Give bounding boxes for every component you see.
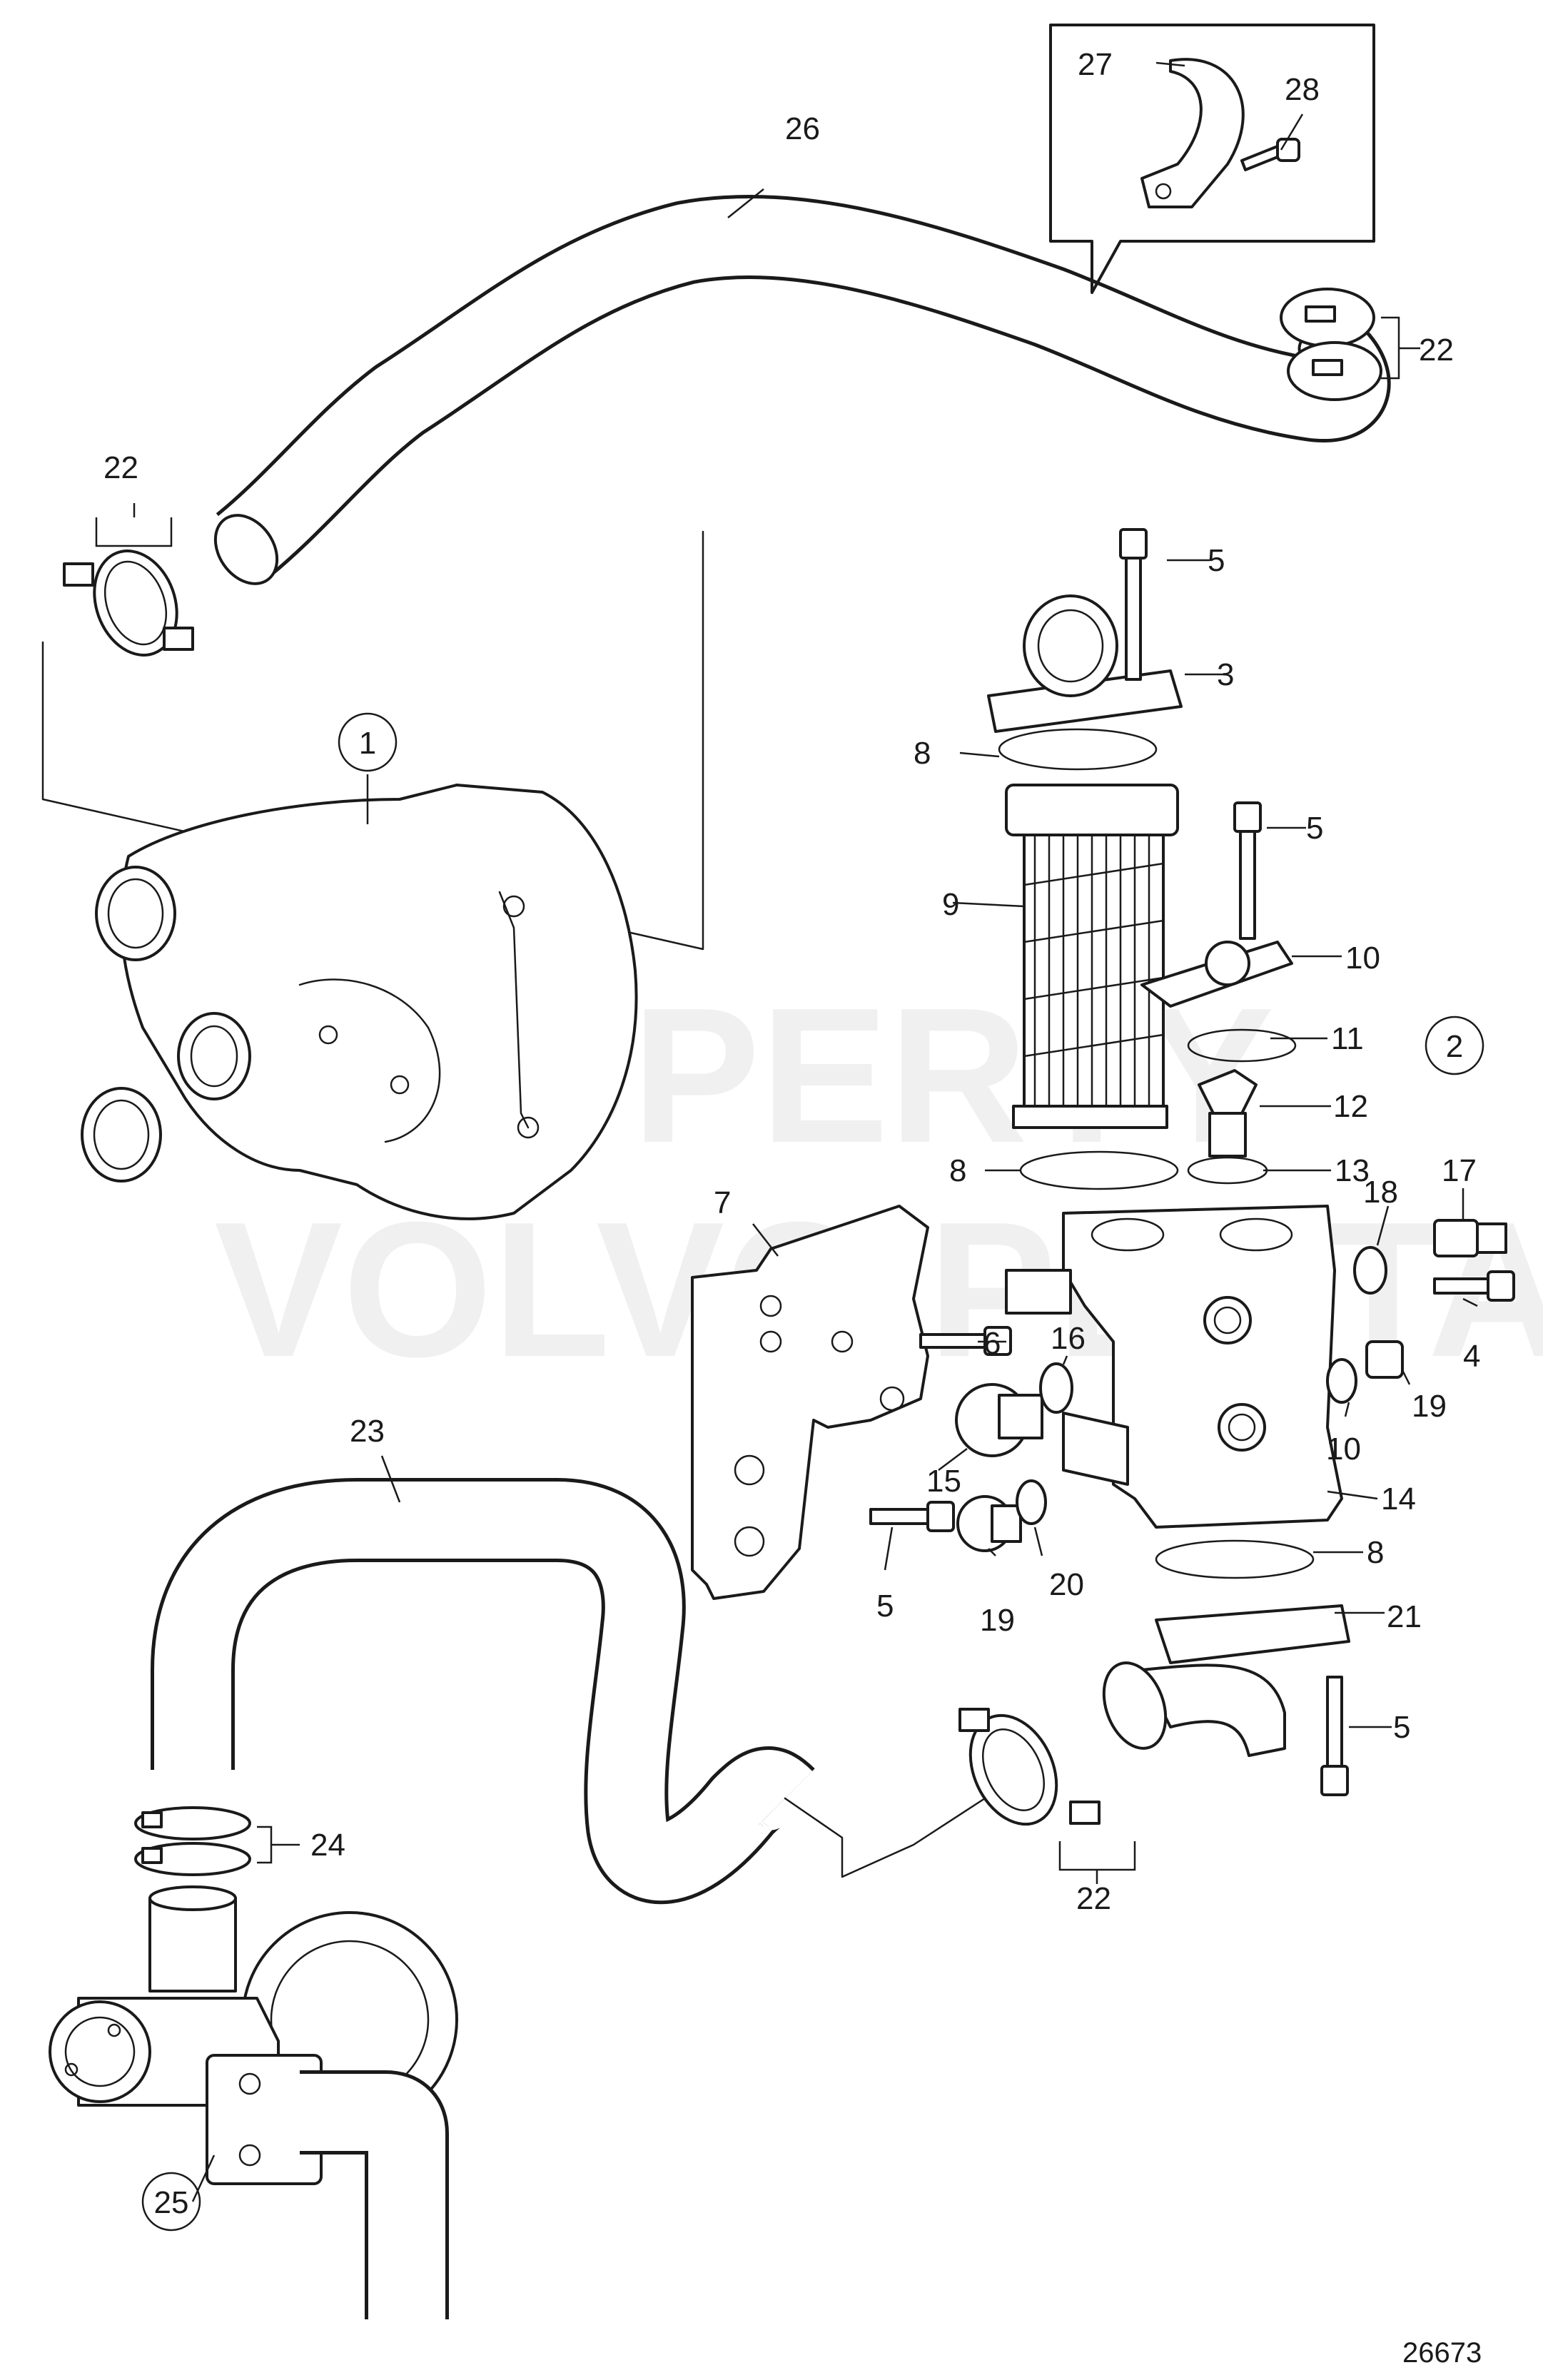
callout-11: 11 — [1331, 1021, 1364, 1056]
callout-labels: 1 2 3 4 5 5 5 5 6 7 8 8 8 9 10 10 11 12 … — [103, 47, 1480, 2220]
callout-2: 2 — [1446, 1029, 1463, 1064]
hose-clamp-22-upper-left — [63, 550, 194, 657]
callout-7: 7 — [714, 1185, 731, 1220]
callout-10-top: 10 — [1345, 941, 1380, 976]
frame-lines-lower — [784, 1797, 986, 1878]
bolt-4 — [1433, 1270, 1515, 1302]
lower-hose-23 — [151, 1478, 815, 1905]
callout-25: 25 — [154, 2185, 189, 2220]
plug-19-lower — [956, 1495, 1022, 1552]
callout-17: 17 — [1442, 1153, 1477, 1188]
bracket-7 — [691, 1205, 929, 1600]
bolt-5-lower-left — [869, 1501, 955, 1532]
callout-8-top: 8 — [914, 736, 931, 771]
callout-19-lower: 19 — [980, 1603, 1015, 1638]
callout-16: 16 — [1051, 1321, 1086, 1356]
o-ring-20 — [1016, 1479, 1047, 1525]
o-ring-8-lower — [1155, 1539, 1315, 1579]
callout-5-middle: 5 — [1306, 811, 1323, 846]
callout-27: 27 — [1078, 47, 1113, 82]
callout-20: 20 — [1049, 1567, 1084, 1602]
callout-8-lower: 8 — [1367, 1535, 1384, 1570]
callout-10-right: 10 — [1326, 1432, 1361, 1467]
callout-1: 1 — [359, 726, 376, 761]
thermostat-cover-10 — [1140, 941, 1297, 1185]
o-ring-16 — [1039, 1362, 1073, 1414]
callout-18: 18 — [1363, 1175, 1398, 1210]
filter-assembly — [987, 594, 1183, 1190]
hose-clamps-24 — [134, 1806, 251, 1876]
callout-14: 14 — [1381, 1482, 1416, 1516]
callout-22-lower: 22 — [1076, 1881, 1111, 1916]
outlet-elbow-21 — [1102, 1604, 1350, 1757]
hose-clamp-22-upper-right — [1280, 288, 1382, 401]
callout-6: 6 — [983, 1326, 1001, 1361]
o-ring-10-right — [1326, 1358, 1357, 1404]
callout-21: 21 — [1387, 1599, 1422, 1634]
bolt-5-top — [1119, 528, 1148, 681]
callout-9: 9 — [942, 887, 959, 922]
upper-hose-26 — [213, 195, 1391, 585]
washer-18 — [1353, 1246, 1387, 1295]
callout-5-top: 5 — [1208, 543, 1225, 578]
callout-26: 26 — [785, 111, 820, 146]
figure-number: 26673 — [1402, 2337, 1482, 2369]
callout-8-middle: 8 — [949, 1153, 966, 1188]
hose-clamp-22-lower — [958, 1708, 1101, 1826]
callout-12: 12 — [1333, 1089, 1368, 1124]
callout-5-lower-right: 5 — [1393, 1710, 1410, 1745]
callout-15: 15 — [926, 1464, 961, 1499]
callout-3: 3 — [1217, 657, 1234, 692]
callout-5-lower-left: 5 — [876, 1589, 894, 1624]
raw-water-pump-25 — [49, 1885, 458, 2319]
callout-23: 23 — [350, 1414, 385, 1449]
leader-lines — [95, 61, 1478, 2202]
bolt-5-lower-right — [1320, 1676, 1349, 1796]
inset-bracket-box — [1049, 24, 1375, 294]
plug-17 — [1433, 1219, 1507, 1257]
callout-22-upper-right: 22 — [1419, 333, 1454, 368]
callout-4: 4 — [1463, 1339, 1480, 1374]
water-pump-1 — [81, 784, 638, 1220]
callout-28: 28 — [1285, 72, 1320, 107]
thermostat-housing-14 — [1005, 1205, 1343, 1529]
plug-19-right — [1365, 1340, 1404, 1379]
callout-13: 13 — [1335, 1153, 1370, 1188]
plug-15 — [955, 1383, 1043, 1457]
callout-19-right: 19 — [1412, 1389, 1447, 1424]
callout-24: 24 — [310, 1828, 345, 1863]
callout-22-upper-left: 22 — [103, 450, 138, 485]
callout-circles — [141, 712, 1484, 2232]
bolt-5-middle — [1233, 801, 1262, 940]
